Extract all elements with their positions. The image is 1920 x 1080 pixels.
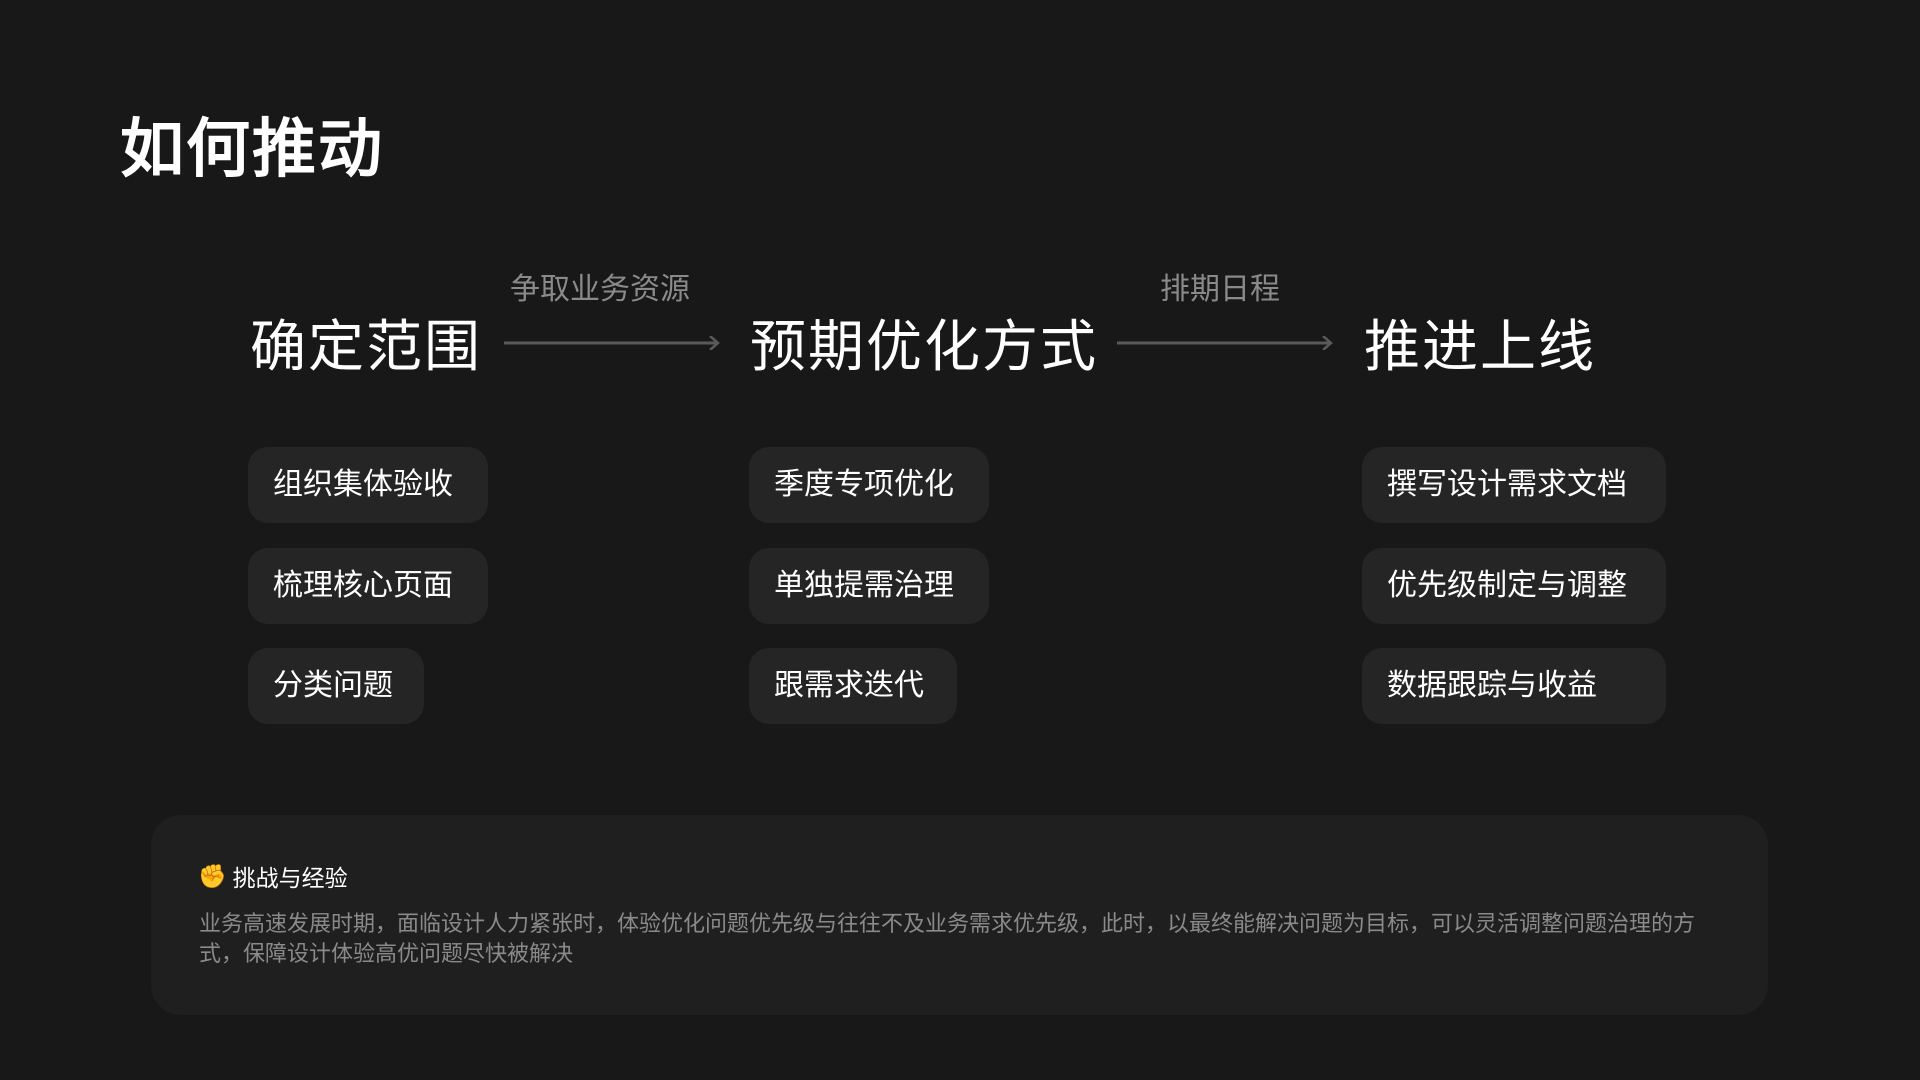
step-pill: 梳理核心页面 (248, 548, 488, 624)
step-pill: 分类问题 (248, 648, 424, 724)
arrow-right-icon (1117, 336, 1333, 350)
step-pill: 撰写设计需求文档 (1362, 447, 1666, 523)
arrow-right-icon (504, 336, 720, 350)
page-title: 如何推动 (120, 113, 384, 187)
panel-body-text: 业务高速发展时期，面临设计人力紧张时，体验优化问题优先级与往往不及业务需求优先级… (199, 912, 1696, 967)
step-pill: 组织集体验收 (248, 447, 488, 523)
arrow-label-resources: 争取业务资源 (510, 272, 690, 307)
stage-title-scope: 确定范围 (250, 315, 482, 380)
arrow-label-schedule: 排期日程 (1160, 272, 1280, 307)
challenges-panel: ✊ 挑战与经验 业务高速发展时期，面临设计人力紧张时，体验优化问题优先级与往往不… (151, 815, 1768, 1015)
step-pill: 单独提需治理 (749, 548, 989, 624)
step-pill: 跟需求迭代 (749, 648, 957, 724)
stage-title-launch: 推进上线 (1364, 315, 1596, 380)
stage-title-method: 预期优化方式 (750, 315, 1098, 380)
step-pill: 数据跟踪与收益 (1362, 648, 1666, 724)
raised-fist-icon: ✊ (198, 863, 227, 890)
panel-heading: ✊ 挑战与经验 (198, 859, 348, 893)
panel-heading-text: 挑战与经验 (232, 866, 348, 892)
step-pill: 季度专项优化 (749, 447, 989, 523)
step-pill: 优先级制定与调整 (1362, 548, 1666, 624)
